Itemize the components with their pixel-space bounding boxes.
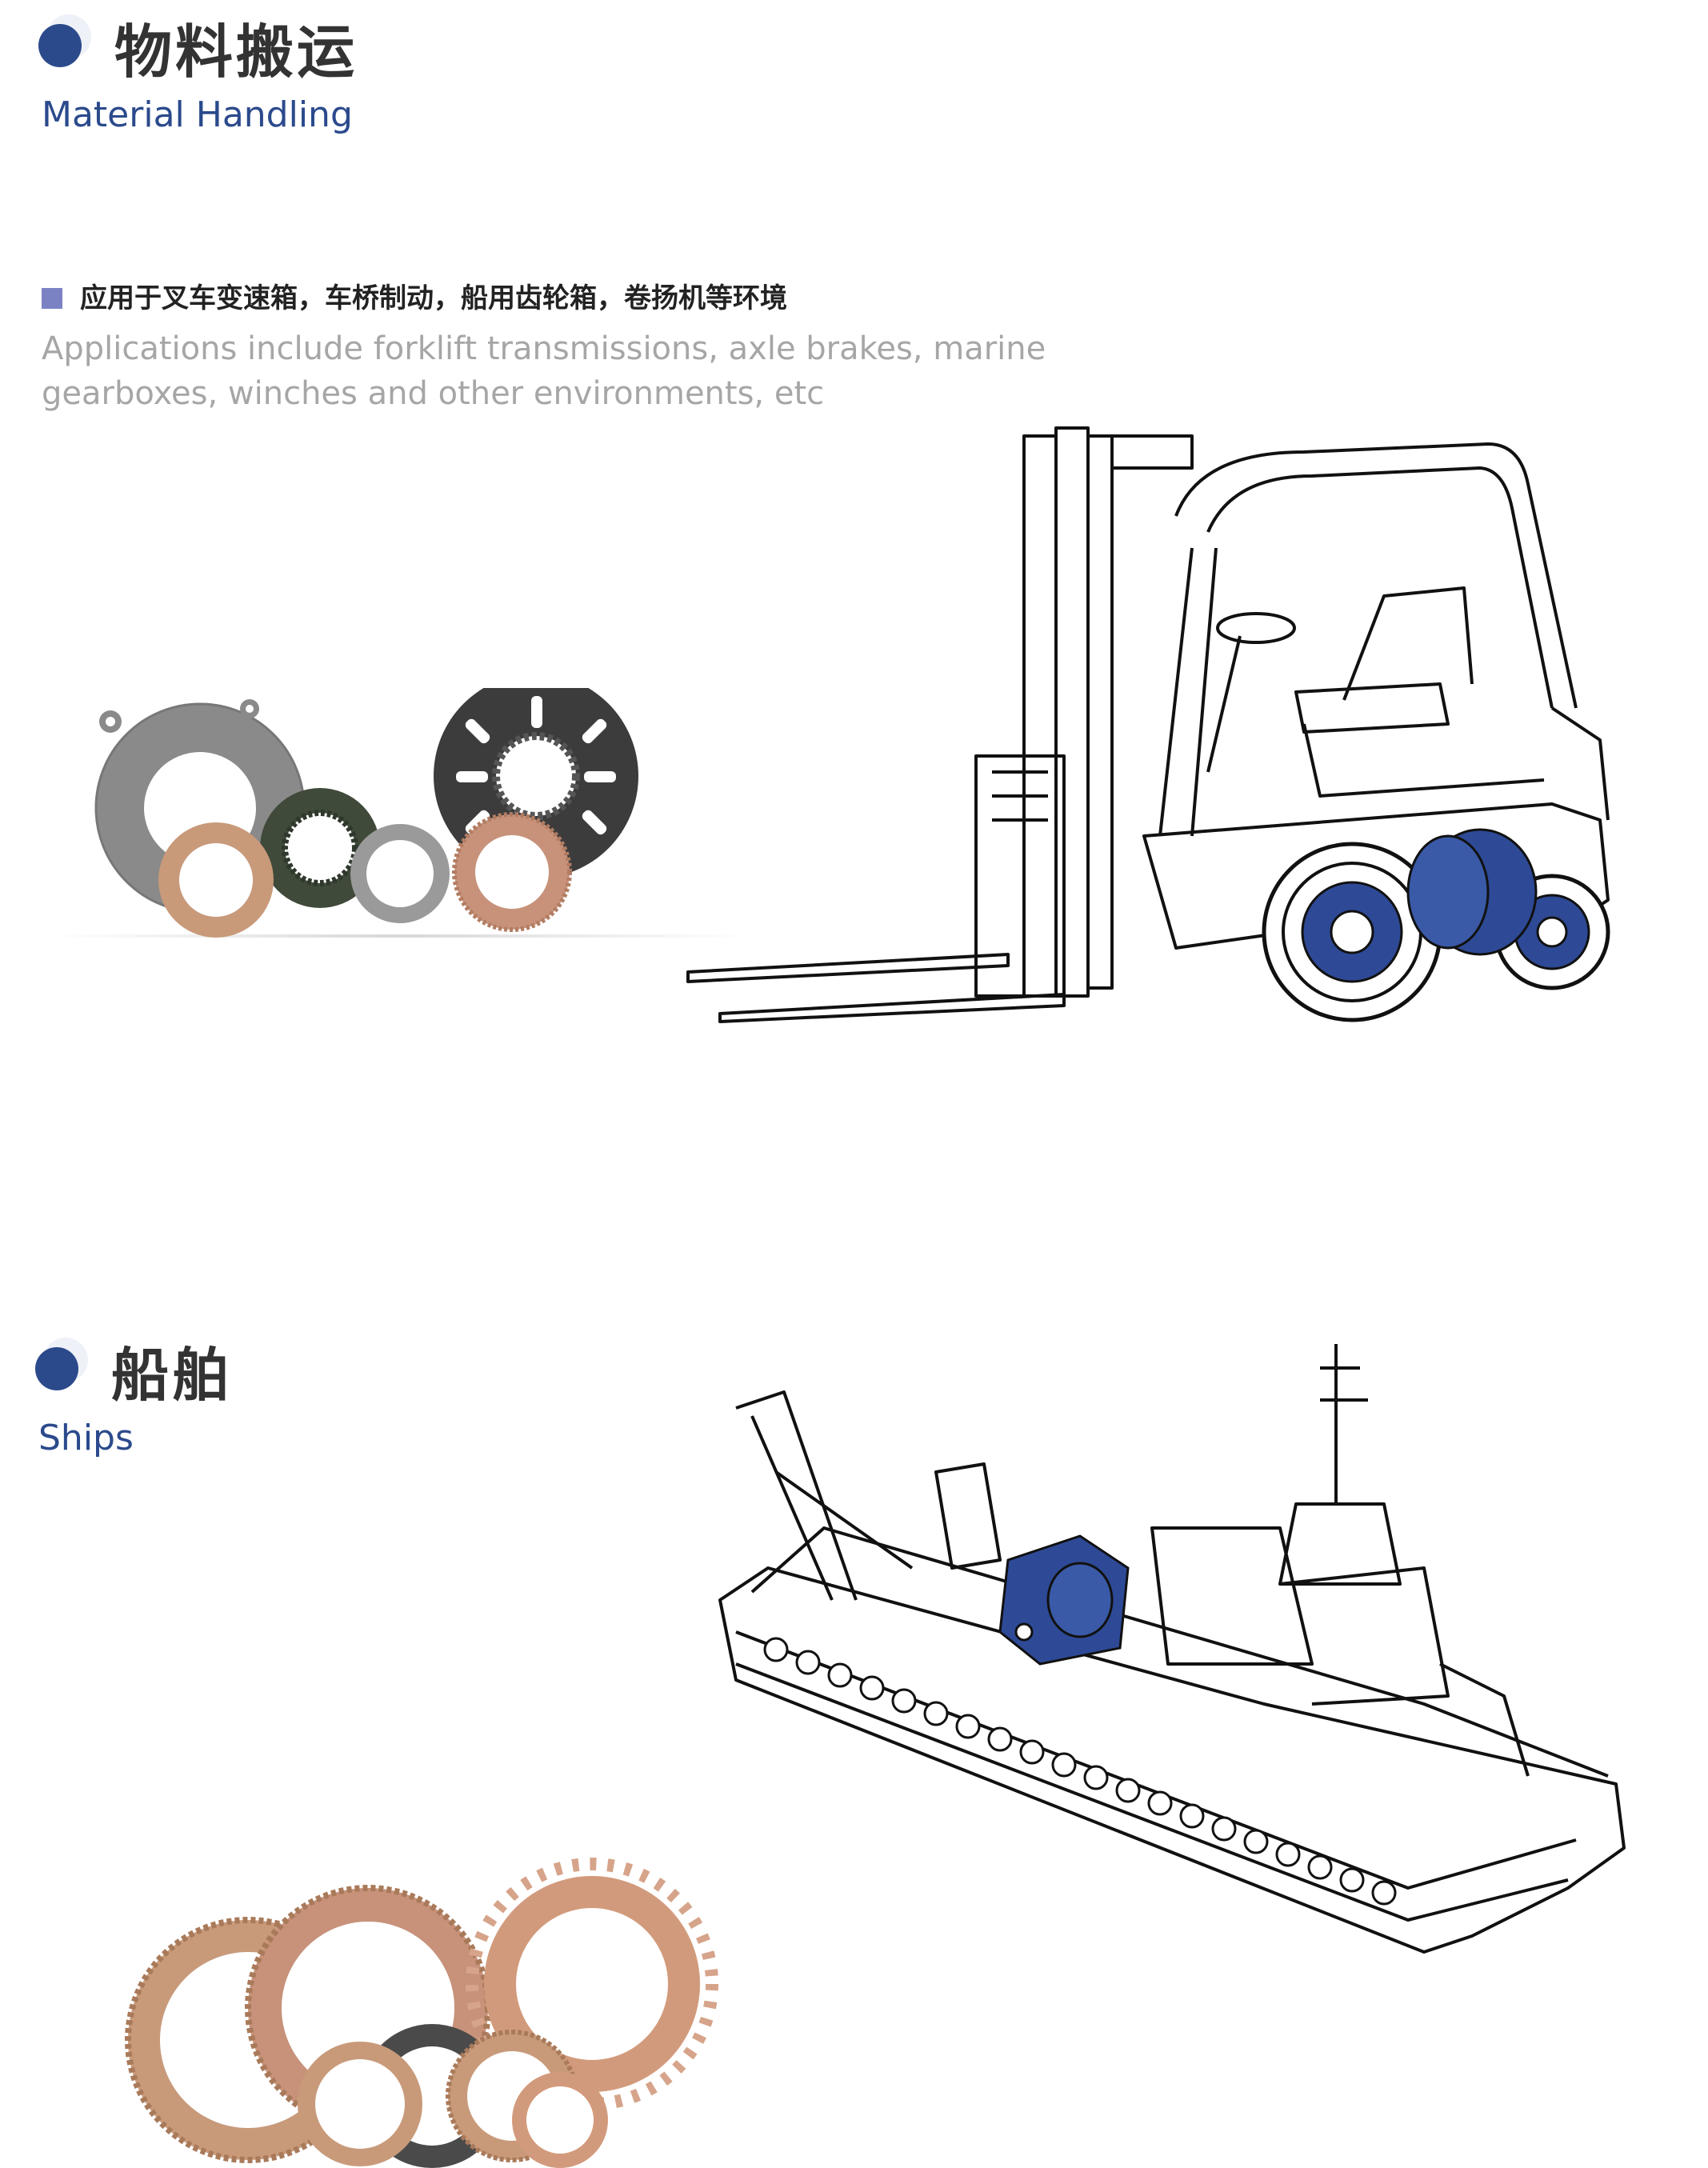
applications-en: Applications include forklift transmissi…: [42, 330, 1046, 412]
square-bullet-icon: [42, 288, 62, 309]
applications-cn-text: 应用于叉车变速箱，车桥制动，船用齿轮箱，卷扬机等环境: [80, 282, 787, 314]
friction-discs-image-2: [125, 1858, 718, 2168]
section-title-en: Ships: [38, 1418, 134, 1458]
friction-discs-image-1: [48, 688, 752, 938]
section-bullet-icon: [38, 14, 91, 67]
applications-cn: 应用于叉车变速箱，车桥制动，船用齿轮箱，卷扬机等环境: [42, 276, 787, 315]
section-title-cn: 船舶: [111, 1342, 234, 1409]
section-title-cn: 物料搬运: [114, 18, 358, 86]
section-title-en: Material Handling: [42, 94, 353, 135]
ship-illustration: [718, 1344, 1626, 1954]
section-bullet-icon: [35, 1338, 88, 1390]
forklift-illustration: [686, 426, 1610, 1023]
